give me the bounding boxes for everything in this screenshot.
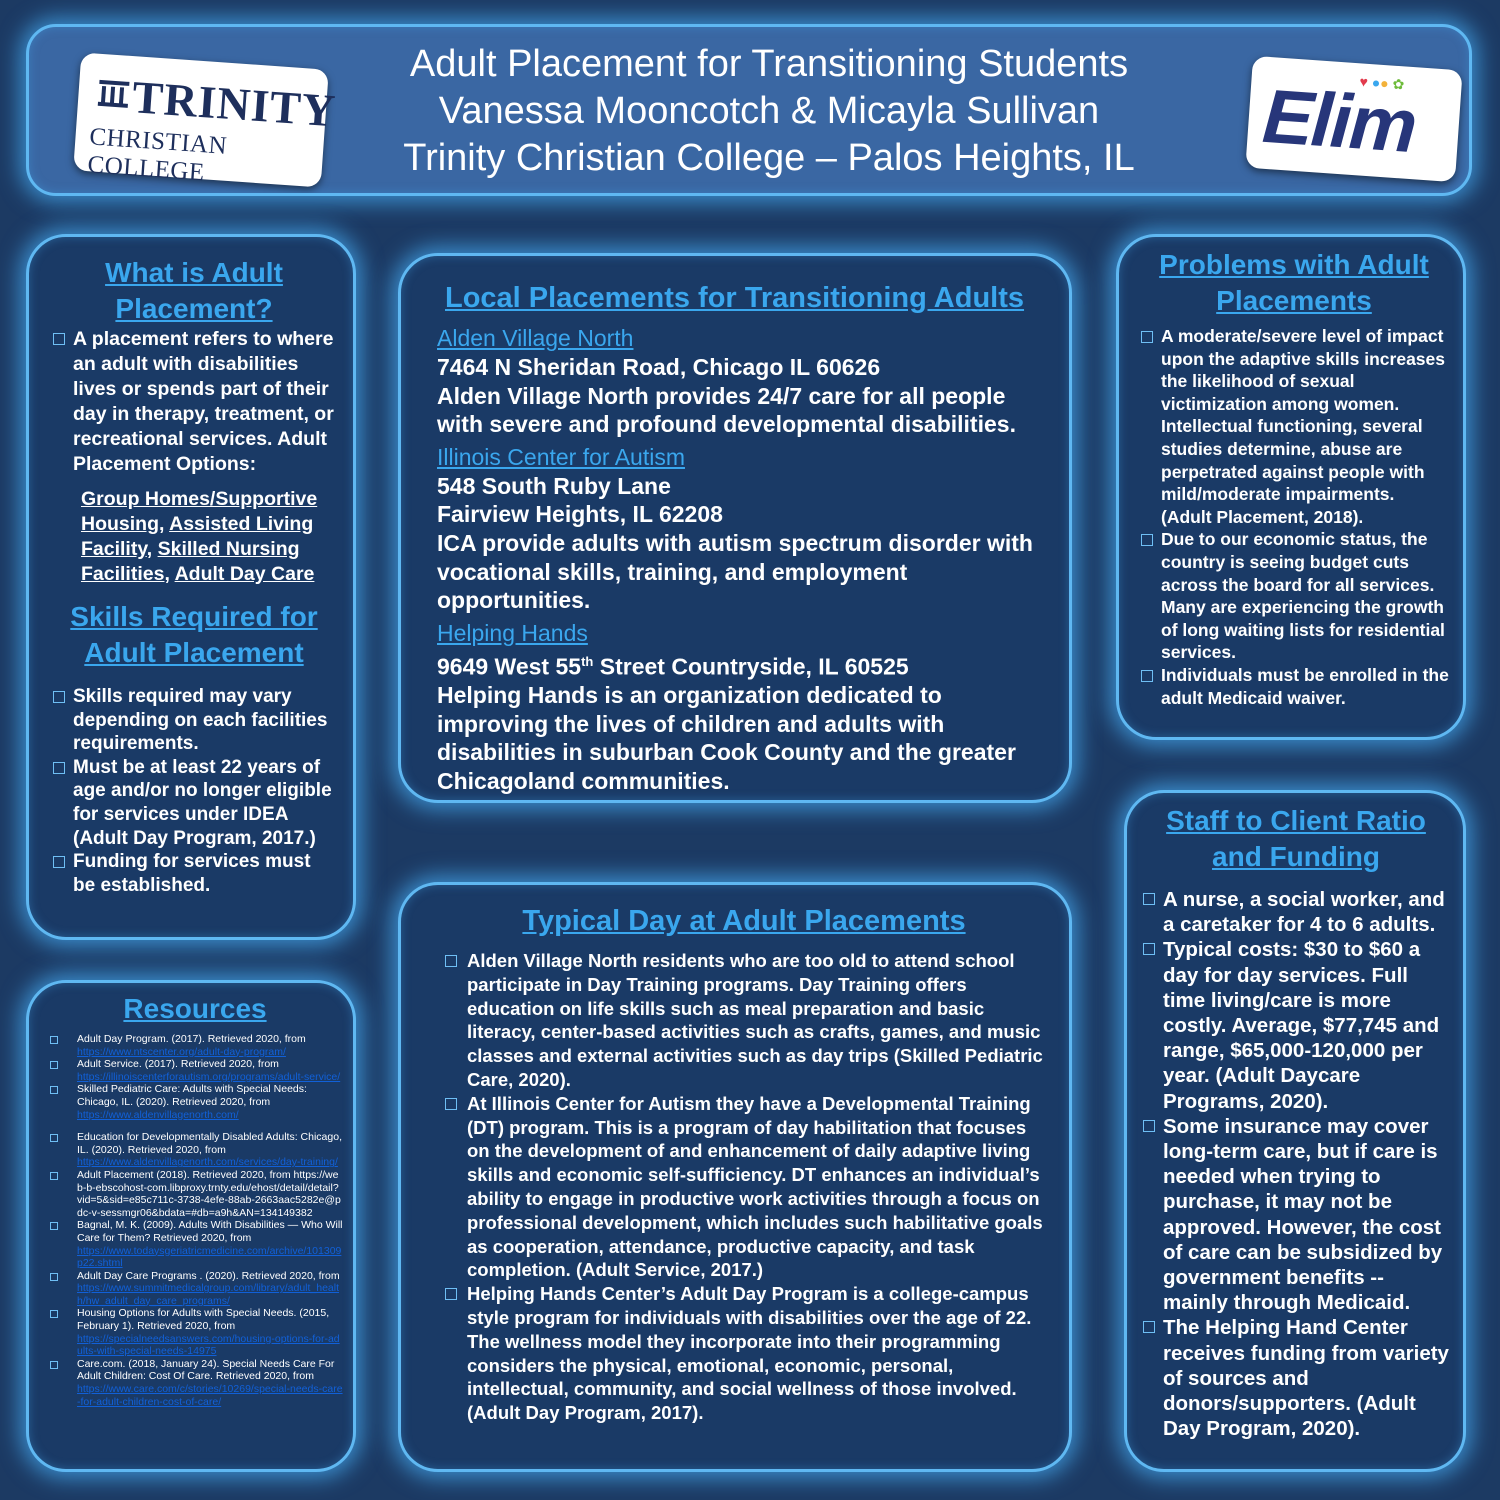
staff-heading: Staff to Client Ratio and Funding [1166, 805, 1426, 872]
poster-authors: Vanessa Mooncotch & Micayla Sullivan [438, 90, 1100, 132]
resource-link[interactable]: https://www.care.com/c/stories/10269/spe… [77, 1383, 343, 1408]
skills-bullets: Skills required may vary depending on ea… [51, 685, 337, 897]
staff-bullets: A nurse, a social worker, and a caretake… [1141, 887, 1451, 1441]
site-line: Alden Village North provides 24/7 care f… [437, 382, 1016, 438]
option-group-homes: Group Homes/Supportive Housing [81, 488, 318, 535]
skills-bullet: Must be at least 22 years of age and/or … [51, 756, 337, 850]
what-bullets: A placement refers to where an adult wit… [51, 327, 337, 477]
staff-bullet: Some insurance may cover long-term care,… [1141, 1114, 1451, 1316]
site-line: 548 South Ruby Lane [437, 472, 671, 499]
skills-bullet: Funding for services must be established… [51, 850, 337, 897]
resources-panel: Resources Adult Day Program. (2017). Ret… [26, 980, 356, 1472]
skills-bullet: Skills required may vary depending on ea… [51, 685, 337, 756]
typical-bullets: Alden Village North residents who are to… [443, 949, 1045, 1425]
resource-link[interactable]: https://illinoiscenterforautism.org/prog… [77, 1070, 341, 1083]
resource-link[interactable]: https://www.aldenvillagenorth.com/servic… [77, 1156, 338, 1169]
option-skilled-nursing: Skilled Nursing Facilities [81, 538, 300, 585]
resource-link[interactable]: https://www.summitmedicalgroup.com/libra… [77, 1282, 340, 1307]
elim-logo: ♥ ●● ✿ Elim [1245, 55, 1463, 183]
resource-item: Bagnal, M. K. (2009). Adults With Disabi… [47, 1219, 343, 1269]
staff-bullet: The Helping Hand Center receives funding… [1141, 1315, 1451, 1441]
poster-header: TRINITY CHRISTIAN COLLEGE Adult Placemen… [26, 24, 1472, 196]
what-heading: What is Adult Placement? [105, 257, 283, 324]
logo-right-word: Elim [1260, 73, 1419, 170]
resource-item: Adult Placement (2018). Retrieved 2020, … [47, 1169, 343, 1219]
resource-link[interactable]: https://www.ntscenter.org/adult-day-prog… [77, 1045, 286, 1058]
resource-item: Housing Options for Adults with Special … [47, 1307, 343, 1357]
problems-bullet: Due to our economic status, the country … [1139, 528, 1449, 664]
header-text: Adult Placement for Transitioning Studen… [329, 41, 1209, 182]
site-line: ICA provide adults with autism spectrum … [437, 529, 1033, 614]
trinity-college-logo: TRINITY CHRISTIAN COLLEGE [73, 52, 338, 188]
resource-item: Adult Service. (2017). Retrieved 2020, f… [47, 1058, 343, 1083]
site-name-alden[interactable]: Alden Village North [437, 325, 634, 351]
logo-left-line1: TRINITY [130, 71, 338, 137]
resources-heading: Resources [123, 993, 267, 1024]
problems-bullet: Individuals must be enrolled in the adul… [1139, 664, 1449, 709]
resource-item: Education for Developmentally Disabled A… [47, 1131, 343, 1169]
poster-institution: Trinity Christian College – Palos Height… [403, 137, 1135, 179]
problems-panel: Problems with Adult Placements A moderat… [1116, 234, 1466, 740]
staff-bullet: Typical costs: $30 to $60 a day for day … [1141, 937, 1451, 1113]
option-assisted-living: Assisted Living Facility [81, 513, 314, 560]
skills-heading: Skills Required for Adult Placement [70, 601, 318, 668]
resource-link[interactable]: https://specialneedsanswers.com/housing-… [77, 1332, 340, 1358]
resource-link[interactable]: https://www.todaysgeriatricmedicine.com/… [77, 1244, 342, 1270]
problems-heading: Problems with Adult Placements [1159, 249, 1429, 316]
typical-bullet: At Illinois Center for Autism they have … [443, 1092, 1045, 1282]
resource-item: Care.com. (2018, January 24). Special Ne… [47, 1358, 343, 1408]
what-bullet: A placement refers to where an adult wit… [51, 327, 337, 477]
what-is-adult-placement-panel: What is Adult Placement? A placement ref… [26, 234, 356, 940]
site-name-ica[interactable]: Illinois Center for Autism [437, 443, 685, 470]
typical-day-panel: Typical Day at Adult Placements Alden Vi… [398, 882, 1072, 1472]
problems-bullet: A moderate/severe level of impact upon t… [1139, 325, 1449, 528]
local-heading: Local Placements for Transitioning Adult… [445, 282, 1025, 314]
staff-bullet: A nurse, a social worker, and a caretake… [1141, 887, 1451, 937]
resource-item: Adult Day Care Programs . (2020). Retrie… [47, 1270, 343, 1308]
site-name-helping-hands[interactable]: Helping Hands [437, 619, 588, 646]
poster-title: Adult Placement for Transitioning Studen… [409, 43, 1129, 85]
placement-options: Group Homes/Supportive Housing, Assisted… [81, 488, 318, 585]
typical-bullet: Helping Hands Center’s Adult Day Program… [443, 1282, 1045, 1425]
staff-ratio-panel: Staff to Client Ratio and Funding A nurs… [1124, 790, 1466, 1472]
site-line: 7464 N Sheridan Road, Chicago IL 60626 [437, 354, 881, 380]
typical-bullet: Alden Village North residents who are to… [443, 949, 1045, 1092]
local-placements-panel: Local Placements for Transitioning Adult… [398, 253, 1072, 803]
site-address: 9649 West 55th Street Countryside, IL 60… [437, 653, 909, 680]
problems-bullets: A moderate/severe level of impact upon t… [1139, 325, 1449, 709]
resource-item: Adult Day Program. (2017). Retrieved 202… [47, 1033, 343, 1058]
resource-item: Skilled Pediatric Care: Adults with Spec… [47, 1083, 343, 1121]
resource-link[interactable]: https://www.aldenvillagenorth.com/ [77, 1108, 239, 1121]
typical-heading: Typical Day at Adult Placements [522, 905, 966, 937]
site-line: Fairview Heights, IL 62208 [437, 501, 723, 528]
option-adult-day-care: Adult Day Care [174, 563, 315, 585]
resources-list: Adult Day Program. (2017). Retrieved 202… [47, 1033, 343, 1408]
site-line: Helping Hands is an organization dedicat… [437, 682, 1016, 794]
